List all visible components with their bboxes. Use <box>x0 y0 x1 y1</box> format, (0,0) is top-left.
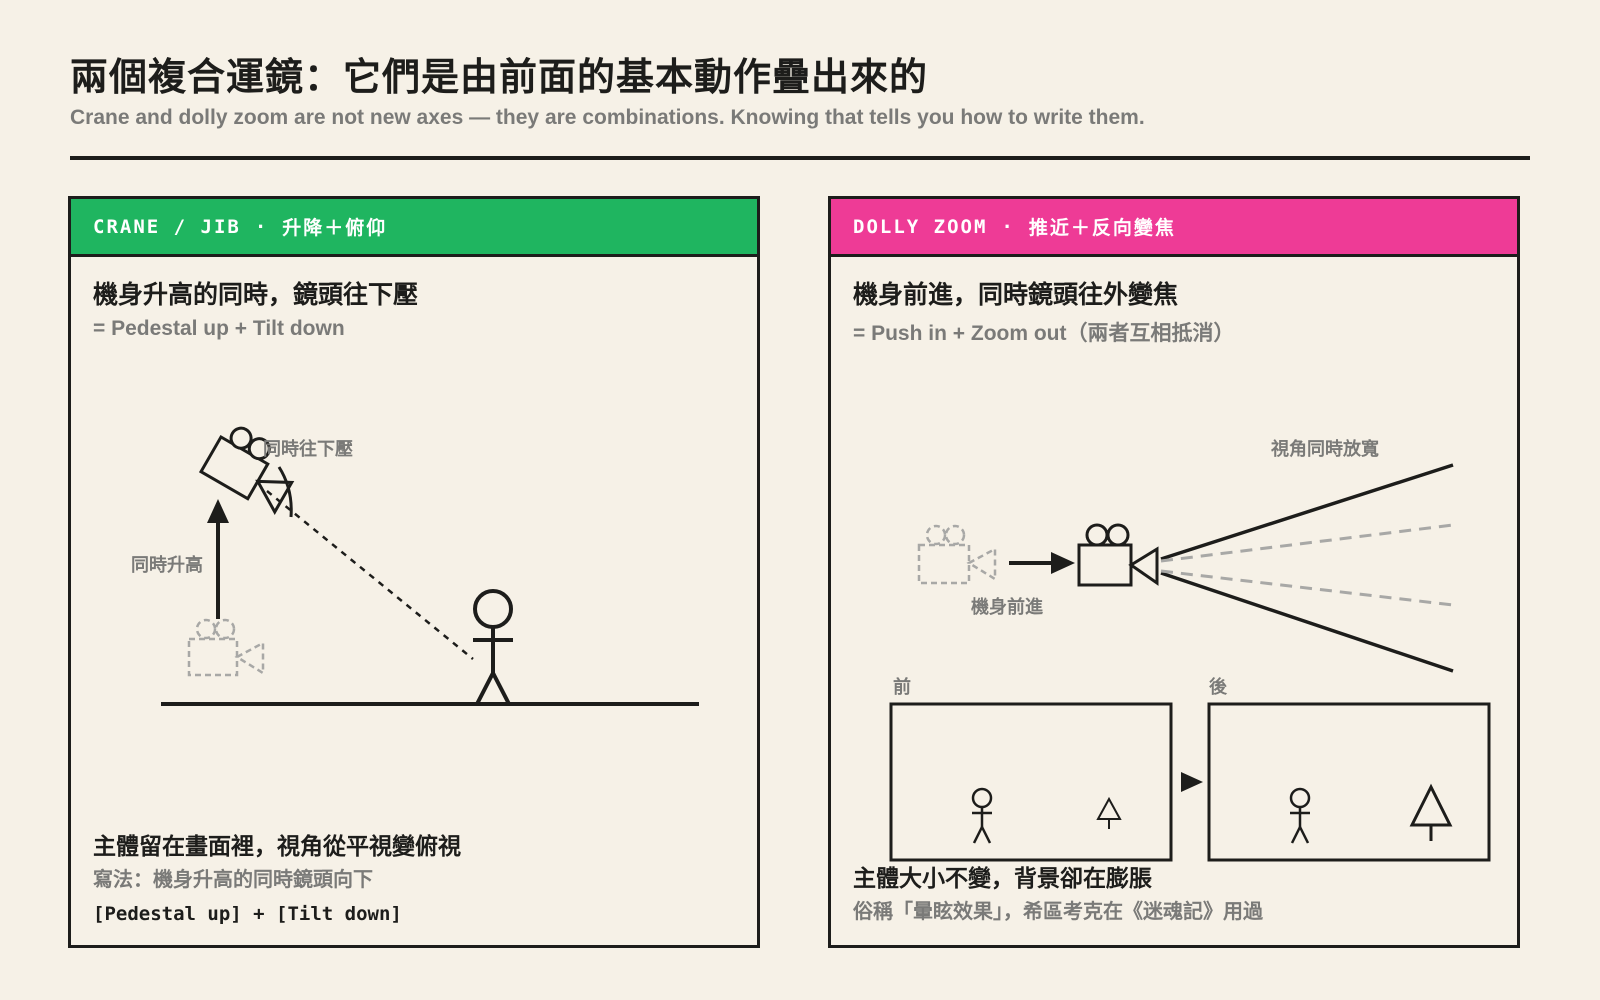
tilt-label: 同時往下壓 <box>263 438 353 460</box>
dolly-caption: 主體大小不變，背景卻在膨脹 <box>853 866 1152 892</box>
page-subtitle: Crane and dolly zoom are not new axes — … <box>70 106 1145 129</box>
crane-diagram: 同時升高 同時往下壓 <box>131 426 699 706</box>
title-divider <box>70 156 1530 160</box>
crane-tag: CRANE / JIB <box>93 215 241 238</box>
rise-label: 同時升高 <box>131 554 203 576</box>
camera-icon <box>198 426 295 515</box>
dolly-formula: = Push in + Zoom out（兩者互相抵消） <box>853 322 1235 345</box>
page-title: 兩個複合運鏡：它們是由前面的基本動作疊出來的 <box>70 55 929 99</box>
dolly-tag-zh: 推近＋反向變焦 <box>1028 217 1176 239</box>
dolly-diagram: 機身前進 視角同時放寬 前 後 <box>889 438 1491 862</box>
crane-code: [Pedestal up] + [Tilt down] <box>93 903 402 925</box>
fov-wide-bottom <box>1160 571 1454 673</box>
crane-panel-header: CRANE / JIB · 升降＋俯仰 <box>71 199 757 257</box>
subject-figure-icon <box>473 589 513 705</box>
dolly-heading: 機身前進，同時鏡頭往外變焦 <box>853 280 1179 309</box>
advance-label: 機身前進 <box>971 596 1043 618</box>
ghost-camera-icon <box>917 524 997 585</box>
crane-panel: CRANE / JIB · 升降＋俯仰 機身升高的同時，鏡頭往下壓 = Pede… <box>68 196 760 948</box>
crane-heading: 機身升高的同時，鏡頭往下壓 <box>93 280 419 309</box>
dolly-caption-sub: 俗稱「暈眩效果」，希區考克在《迷魂記》用過 <box>853 899 1263 923</box>
crane-caption: 主體留在畫面裡，視角從平視變俯視 <box>93 834 461 860</box>
after-label: 後 <box>1209 676 1228 698</box>
dolly-tag-separator: · <box>1001 215 1015 238</box>
advance-arrow-icon <box>1009 552 1075 574</box>
dolly-panel: DOLLY ZOOM · 推近＋反向變焦 機身前進，同時鏡頭往外變焦 = Pus… <box>828 196 1520 948</box>
fov-narrow-bottom <box>1160 569 1454 607</box>
tilt-arc-icon <box>277 466 293 518</box>
after-tree-icon <box>1409 783 1453 841</box>
rise-arrow-icon <box>207 499 229 619</box>
before-tree-icon <box>1096 796 1122 829</box>
dolly-tag: DOLLY ZOOM <box>853 215 988 238</box>
dolly-panel-header: DOLLY ZOOM · 推近＋反向變焦 <box>831 199 1517 257</box>
transition-arrow-icon <box>1181 772 1203 792</box>
after-subject-icon <box>1289 787 1311 844</box>
fov-wide-top <box>1160 463 1454 561</box>
after-frame <box>1207 702 1491 862</box>
before-frame <box>889 702 1173 862</box>
camera-icon <box>1077 523 1159 587</box>
line-of-sight <box>266 490 474 660</box>
crane-caption-sub: 寫法：機身升高的同時鏡頭向下 <box>93 867 373 891</box>
crane-formula: = Pedestal up + Tilt down <box>93 317 345 340</box>
crane-tag-separator: · <box>254 215 269 238</box>
before-label: 前 <box>893 676 911 698</box>
fov-narrow-top <box>1160 523 1454 563</box>
widen-label: 視角同時放寬 <box>1270 438 1379 460</box>
ghost-camera-icon <box>187 618 265 677</box>
crane-tag-zh: 升降＋俯仰 <box>282 217 388 239</box>
before-subject-icon <box>971 787 993 844</box>
